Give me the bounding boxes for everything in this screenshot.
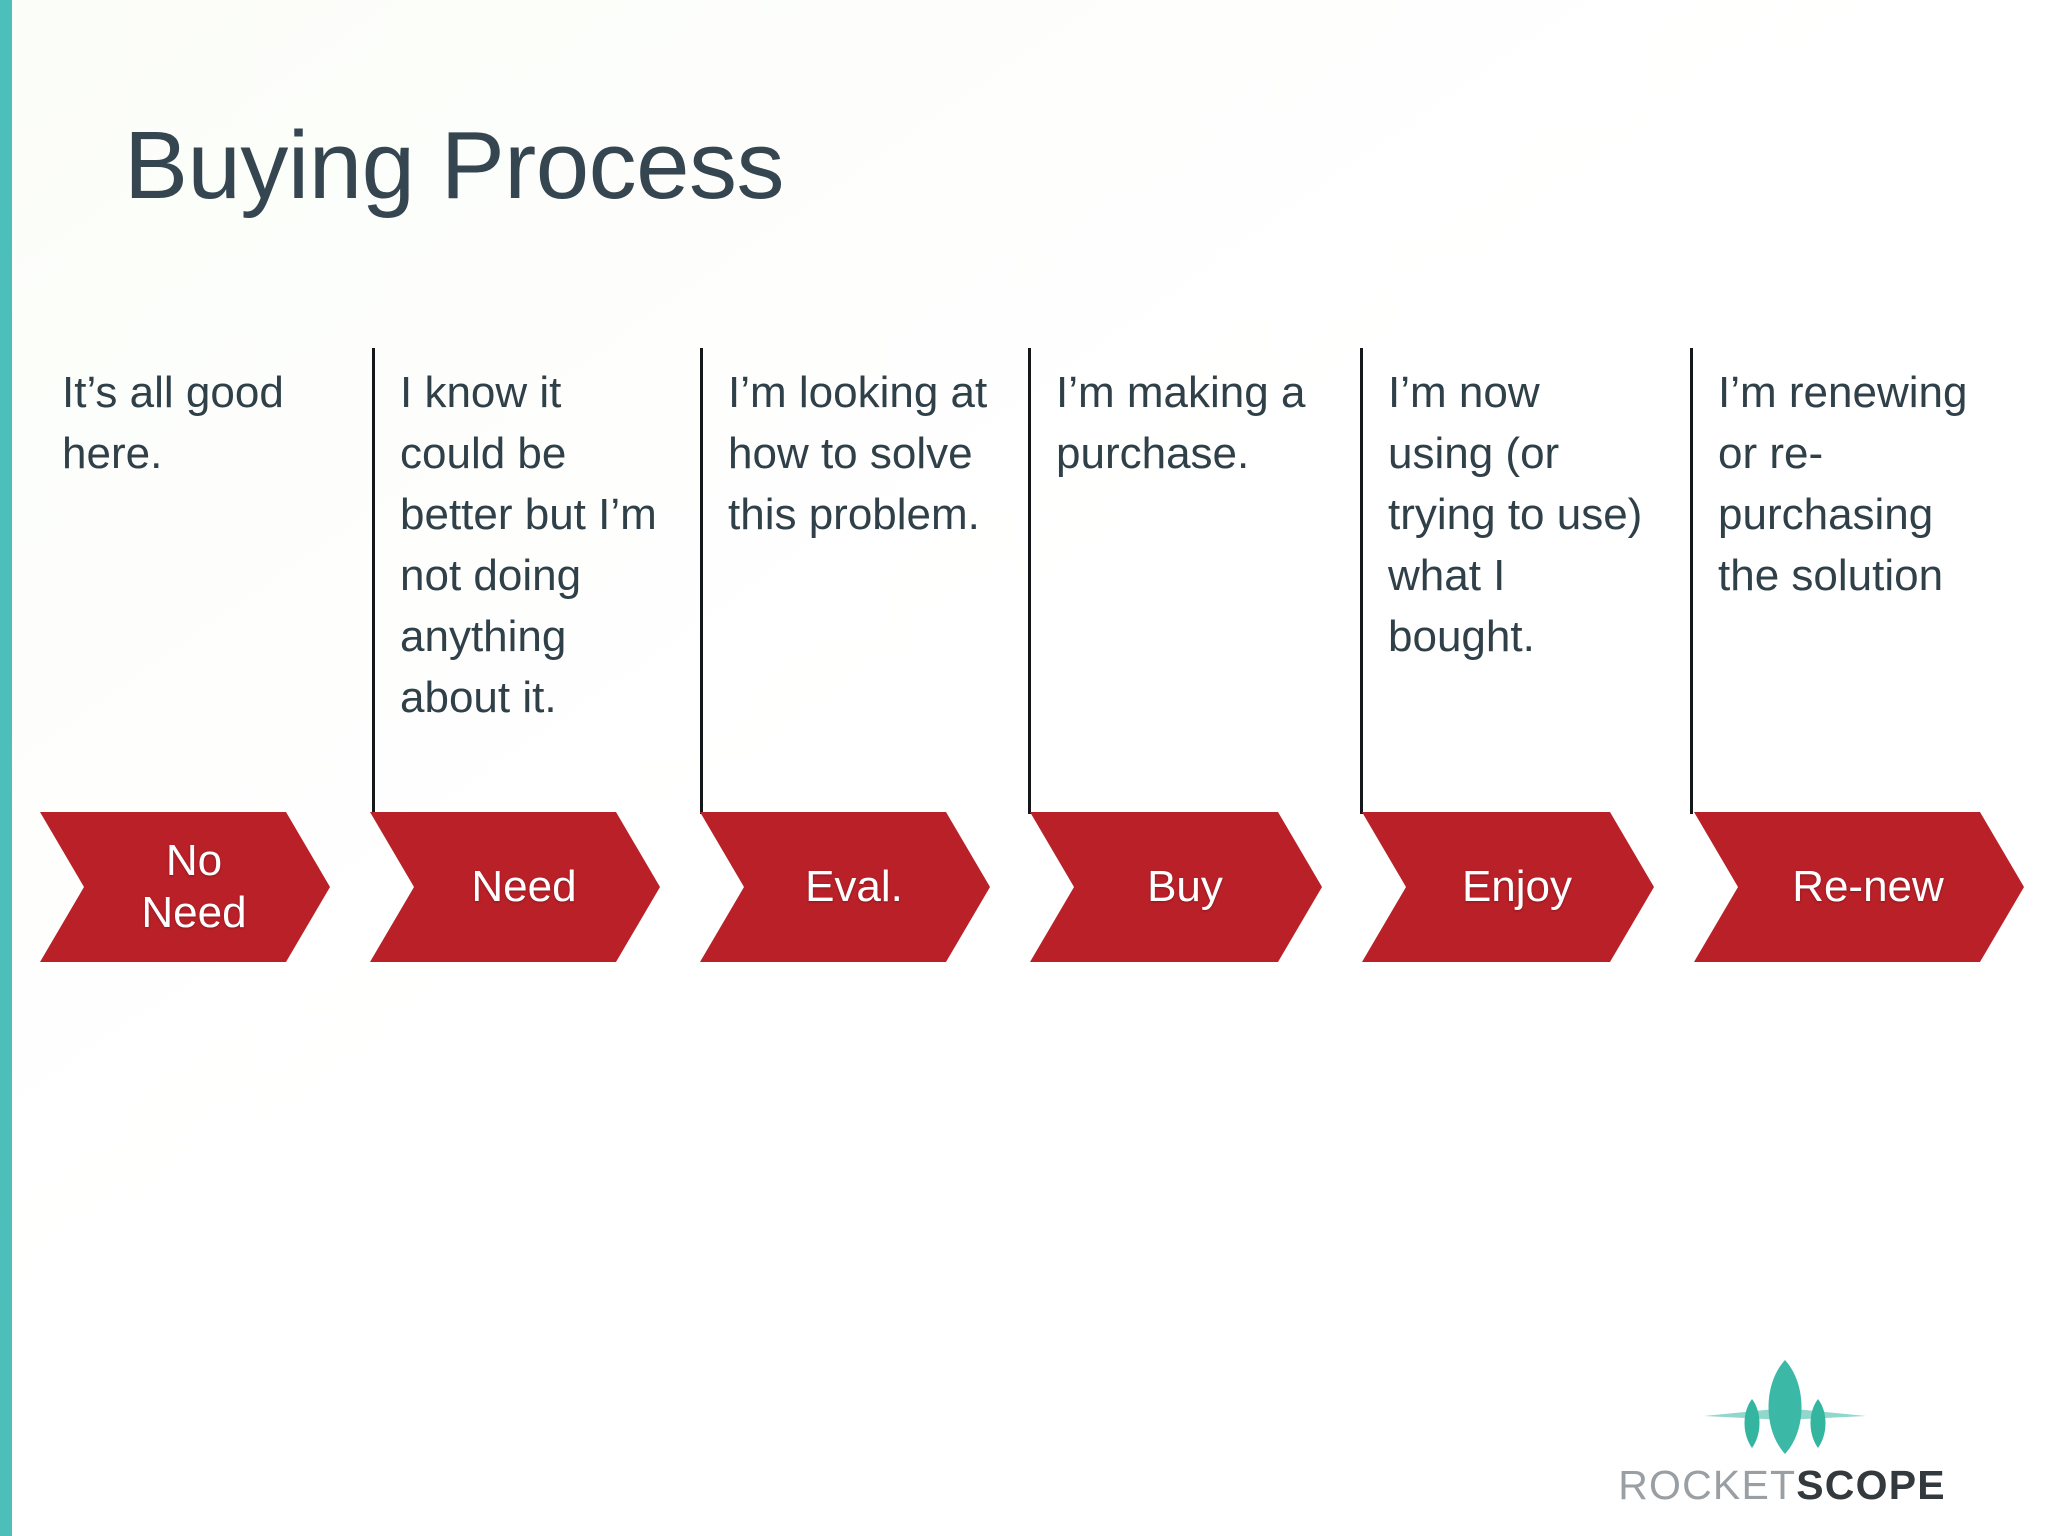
logo-word-scope: SCOPE	[1796, 1462, 1946, 1508]
stage-chevron-buy[interactable]: Buy	[1030, 812, 1322, 962]
stage-description-4: I’m now using (or trying to use) what I …	[1360, 348, 1690, 814]
column-divider	[1690, 348, 1693, 814]
column-divider	[372, 348, 375, 814]
stage-chevron-re-new[interactable]: Re-new	[1694, 812, 2024, 962]
column-divider	[1028, 348, 1031, 814]
stage-description-3: I’m making a purchase.	[1028, 348, 1360, 814]
column-divider	[700, 348, 703, 814]
stage-chevron-label: Enjoy	[1461, 862, 1573, 911]
buying-process-chevron-band: No Need Need Eval. Buy Enjoy Re-new	[0, 812, 2048, 972]
rocket-icon	[1700, 1358, 1870, 1456]
stage-description-0: It’s all good here.	[62, 348, 372, 814]
page-title: Buying Process	[124, 112, 784, 220]
stage-descriptions-row: It’s all good here. I know it could be b…	[0, 348, 2048, 814]
stage-description-text: I’m making a purchase.	[1056, 368, 1306, 478]
logo-word-rocket: ROCKET	[1618, 1462, 1797, 1508]
stage-chevron-label: No Need	[141, 836, 247, 937]
stage-description-text: I know it could be better but I’m not do…	[400, 368, 657, 722]
logo-wordmark: ROCKETSCOPE	[1612, 1462, 1952, 1509]
stage-chevron-eval[interactable]: Eval.	[700, 812, 990, 962]
stage-description-2: I’m looking at how to solve this problem…	[700, 348, 1028, 814]
stage-chevron-label: Re-new	[1792, 862, 1944, 911]
stage-chevron-label: Buy	[1147, 862, 1223, 911]
stage-chevron-need[interactable]: Need	[370, 812, 660, 962]
stage-description-text: It’s all good here.	[62, 368, 284, 478]
stage-description-5: I’m renewing or re-purchasing the soluti…	[1690, 348, 2020, 814]
stage-chevron-no-need[interactable]: No Need	[40, 812, 330, 962]
column-divider	[1360, 348, 1363, 814]
stage-chevron-enjoy[interactable]: Enjoy	[1362, 812, 1654, 962]
stage-description-text: I’m now using (or trying to use) what I …	[1388, 368, 1643, 661]
left-accent-bar	[0, 0, 12, 1536]
stage-description-1: I know it could be better but I’m not do…	[372, 348, 700, 814]
stage-description-text: I’m looking at how to solve this problem…	[728, 368, 988, 539]
stage-chevron-label: Need	[471, 862, 577, 911]
stage-chevron-label: Eval.	[805, 862, 903, 911]
rocketscope-logo: ROCKETSCOPE	[1612, 1358, 1952, 1518]
stage-description-text: I’m renewing or re-purchasing the soluti…	[1718, 368, 1968, 600]
